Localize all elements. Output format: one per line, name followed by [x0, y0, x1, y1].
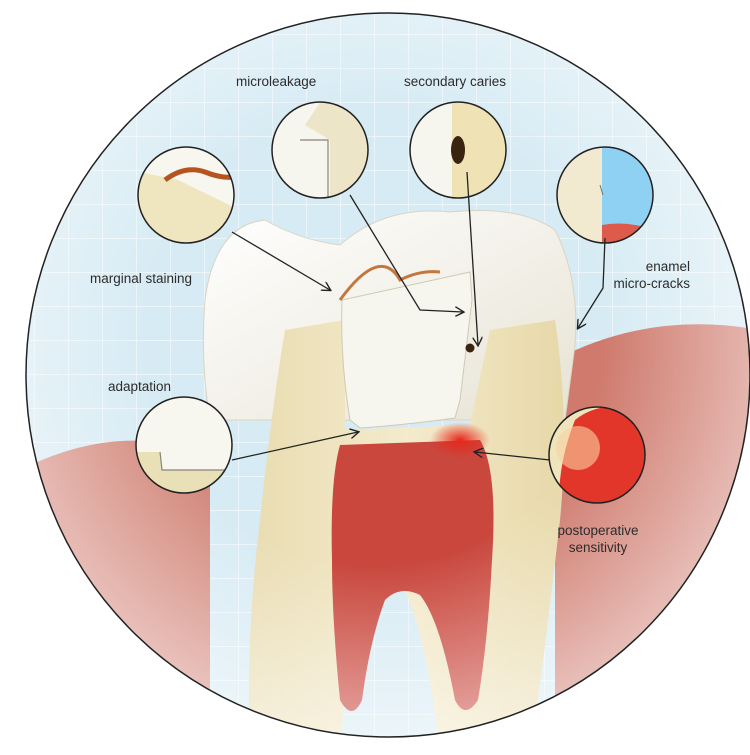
label-adaptation: adaptation [108, 378, 171, 395]
label-postop-line1: postoperative [538, 522, 658, 539]
label-postoperative-sensitivity: postoperative sensitivity [538, 522, 658, 556]
label-enamel-micro-cracks: enamel micro-cracks [580, 258, 690, 292]
label-marginal-staining: marginal staining [90, 270, 192, 287]
label-secondary-caries: secondary caries [404, 73, 506, 90]
label-microleakage: microleakage [236, 73, 316, 90]
label-postop-line2: sensitivity [538, 539, 658, 556]
label-enamel-line2: micro-cracks [580, 275, 690, 292]
label-enamel-line1: enamel [580, 258, 690, 275]
